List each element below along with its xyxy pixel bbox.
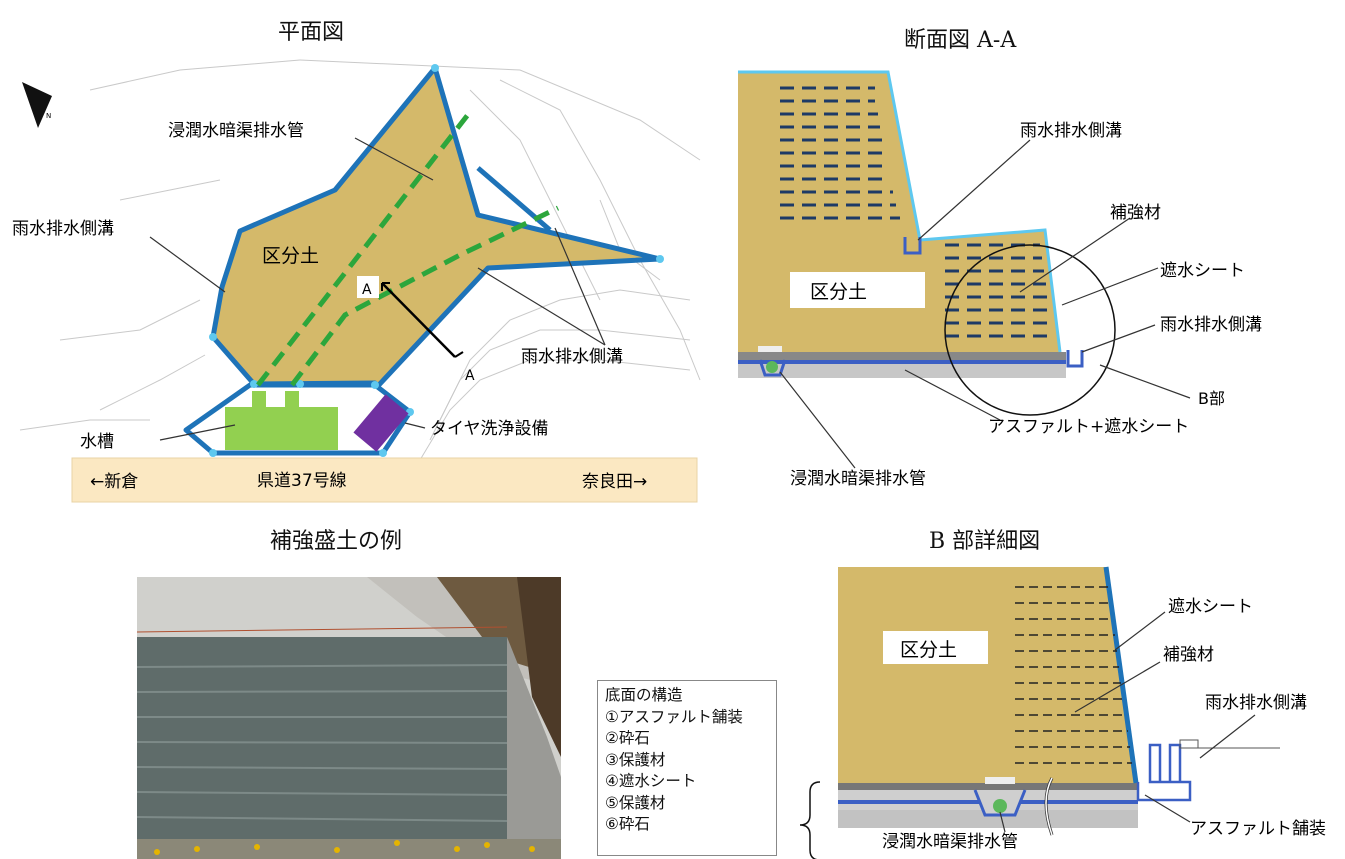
detail-view: 区分土 遮水シート 補強材 雨水排水側溝 アスファルト舗装 浸潤水暗渠排水管 xyxy=(799,566,1326,859)
section-drain-pipe xyxy=(766,361,778,373)
legend-item: ②砕石 xyxy=(605,729,650,747)
plan-title: 平面図 xyxy=(278,20,345,45)
section-line xyxy=(381,282,456,358)
detail-drain-pipe xyxy=(993,799,1007,813)
plan-drain-pipe-label: 浸潤水暗渠排水管 xyxy=(168,121,304,141)
section-b-label: B部 xyxy=(1198,389,1225,408)
section-ditch-top-label: 雨水排水側溝 xyxy=(1020,121,1122,141)
detail-kubundo: 区分土 xyxy=(900,639,957,661)
plan-tire-wash-label: タイヤ洗浄設備 xyxy=(430,419,549,439)
legend-item: ④遮水シート xyxy=(605,772,697,790)
legend-item: ①アスファルト舗装 xyxy=(605,707,743,726)
section-drain-pipe-label: 浸潤水暗渠排水管 xyxy=(790,469,926,489)
north-label: N xyxy=(46,112,51,120)
ditch-top xyxy=(903,237,922,255)
detail-sheet-label: 遮水シート xyxy=(1168,597,1253,617)
detail-asphalt-label: アスファルト舗装 xyxy=(1190,819,1326,839)
example-title: 補強盛土の例 xyxy=(270,529,403,554)
road-left: ←新倉 xyxy=(90,472,138,492)
section-view: 区分土 雨水排水側溝 補強材 遮水シート 雨水排水側溝 B部 アスファルト+遮水… xyxy=(738,70,1262,489)
plan-side-ditch-right-label: 雨水排水側溝 xyxy=(521,347,623,367)
section-reinforcement-label: 補強材 xyxy=(1110,203,1161,223)
section-title: 断面図 A-A xyxy=(904,28,1017,53)
b-detail-circle xyxy=(944,244,1116,416)
plan-view: A A 区分土 浸潤水暗渠排水管 雨水排水側溝 雨水排水側溝 水槽 タイヤ洗浄設… xyxy=(12,59,701,503)
tire-wash xyxy=(353,394,409,452)
section-kubundo: 区分土 xyxy=(810,281,867,303)
section-asphalt-label: アスファルト+遮水シート xyxy=(988,417,1189,437)
drain-pipe-2 xyxy=(290,205,560,387)
detail-side-ditch xyxy=(1136,743,1192,802)
ditch-bottom xyxy=(1066,350,1084,368)
legend-item: ⑥砕石 xyxy=(605,815,650,833)
section-mark-bottom: A xyxy=(465,368,475,384)
detail-drain-pipe-label: 浸潤水暗渠排水管 xyxy=(882,832,1018,852)
water-tank xyxy=(225,407,338,450)
reinforcement-dashes xyxy=(780,86,1054,338)
example-photo xyxy=(137,577,561,859)
section-sheet-label: 遮水シート xyxy=(1160,261,1245,281)
legend-item: ③保護材 xyxy=(605,750,666,769)
road xyxy=(71,457,698,503)
bottom-structure-legend: 底面の構造 ①アスファルト舗装 ②砕石 ③保護材 ④遮水シート ⑤保護材 ⑥砕石 xyxy=(597,680,777,856)
detail-reinforcement xyxy=(1015,586,1132,764)
section-ditch-bottom-label: 雨水排水側溝 xyxy=(1160,315,1262,335)
detail-reinforcement-label: 補強材 xyxy=(1163,645,1214,665)
detail-side-ditch-label: 雨水排水側溝 xyxy=(1205,693,1307,713)
plan-kubundo: 区分土 xyxy=(262,245,319,267)
section-mark-top: A xyxy=(362,282,372,298)
legend-title: 底面の構造 xyxy=(605,686,683,704)
drain-pipe-1 xyxy=(256,110,472,387)
road-right: 奈良田→ xyxy=(582,472,647,492)
detail-fill xyxy=(838,567,1138,783)
plan-side-ditch-left-label: 雨水排水側溝 xyxy=(12,219,114,239)
north-arrow-icon xyxy=(22,82,52,128)
detail-title: B 部詳細図 xyxy=(929,529,1041,554)
legend-item: ⑤保護材 xyxy=(605,793,666,812)
road-name: 県道37号線 xyxy=(257,471,347,491)
plan-tank-label: 水槽 xyxy=(80,432,114,452)
